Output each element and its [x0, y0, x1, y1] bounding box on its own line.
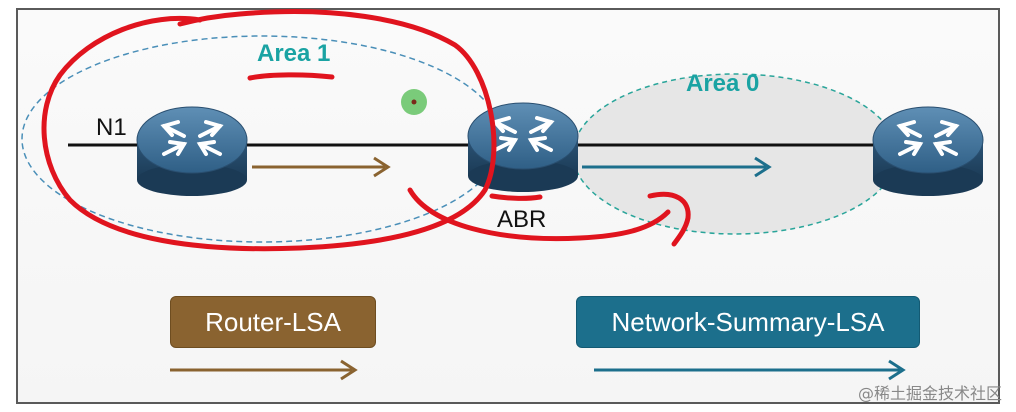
- cursor-dot: [401, 89, 427, 115]
- network-summary-lsa-legend-label: Network-Summary-LSA: [611, 306, 885, 337]
- router-lsa-legend-label: Router-LSA: [205, 306, 341, 337]
- area0-label: Area 0: [686, 70, 760, 97]
- router-icon: [467, 102, 579, 192]
- router-lsa-legend-arrow: [170, 359, 358, 381]
- router-icon: [136, 106, 248, 196]
- watermark: @稀土掘金技术社区: [857, 384, 1002, 403]
- network-n1-label: N1: [96, 114, 127, 141]
- router-lsa-legend: Router-LSA: [170, 296, 376, 348]
- router-icon: [872, 106, 984, 196]
- area0-region: [572, 73, 898, 235]
- area1-label: Area 1: [257, 40, 331, 67]
- red-annotation: [41, 9, 691, 252]
- network-summary-lsa-legend: Network-Summary-LSA: [576, 296, 920, 348]
- router-lsa-flow-arrow: [252, 156, 391, 178]
- abr-label: ABR: [497, 206, 547, 233]
- network-summary-flow-arrow: [582, 156, 772, 178]
- network-summary-legend-arrow: [594, 359, 906, 381]
